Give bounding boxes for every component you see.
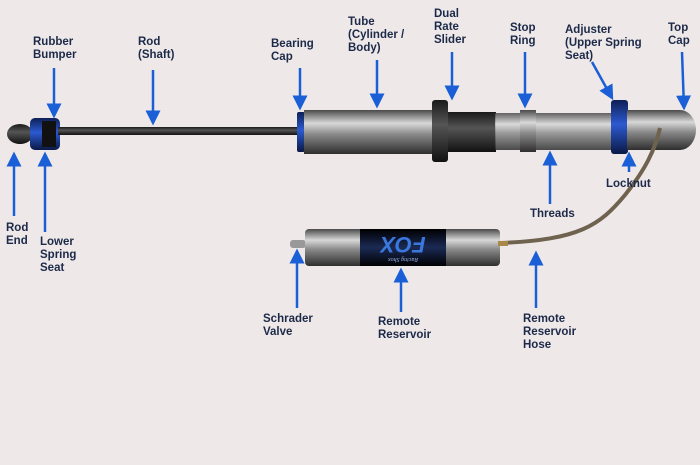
tube (304, 110, 434, 154)
threaded-section (495, 113, 613, 150)
arrow-top-cap (676, 51, 692, 111)
label-bearing-cap: Bearing Cap (271, 38, 314, 63)
label-lower-spring-seat: Lower Spring Seat (40, 236, 77, 274)
label-rod: Rod (Shaft) (138, 36, 175, 61)
svg-text:Racing Shox: Racing Shox (388, 256, 419, 262)
arrow-adjuster (590, 61, 614, 101)
label-tube: Tube (Cylinder / Body) (348, 16, 405, 54)
label-locknut: Locknut (606, 178, 651, 190)
remote-reservoir-hose (499, 127, 662, 245)
label-stop-ring: Stop Ring (510, 22, 536, 47)
slider-body (448, 112, 496, 152)
label-adjuster: Adjuster (Upper Spring Seat) (565, 24, 642, 62)
adjuster (611, 100, 628, 154)
fox-label (360, 229, 446, 266)
label-rubber-bumper: Rubber Bumper (33, 36, 77, 61)
rod-shaft (58, 127, 303, 135)
remote-reservoir: FOX Racing Shox (290, 229, 508, 266)
dual-rate-slider (432, 100, 448, 162)
label-remote-reservoir: Remote Reservoir (378, 316, 432, 341)
bearing-cap (297, 112, 305, 152)
label-top-cap: Top Cap (668, 22, 690, 47)
label-rod-end: Rod End (6, 222, 29, 247)
main-shock (7, 100, 696, 162)
schrader-valve (290, 240, 306, 248)
svg-text:FOX: FOX (379, 232, 426, 257)
stop-ring (520, 110, 536, 152)
label-dual-rate-slider: Dual Rate Slider (434, 8, 466, 46)
label-threads: Threads (530, 208, 575, 220)
rod-end (7, 124, 33, 144)
label-schrader-valve: Schrader Valve (263, 313, 313, 338)
label-remote-reservoir-hose: Remote Reservoir Hose (523, 313, 577, 351)
rubber-bumper (42, 121, 56, 147)
fox-logo: FOX Racing Shox (379, 232, 426, 262)
